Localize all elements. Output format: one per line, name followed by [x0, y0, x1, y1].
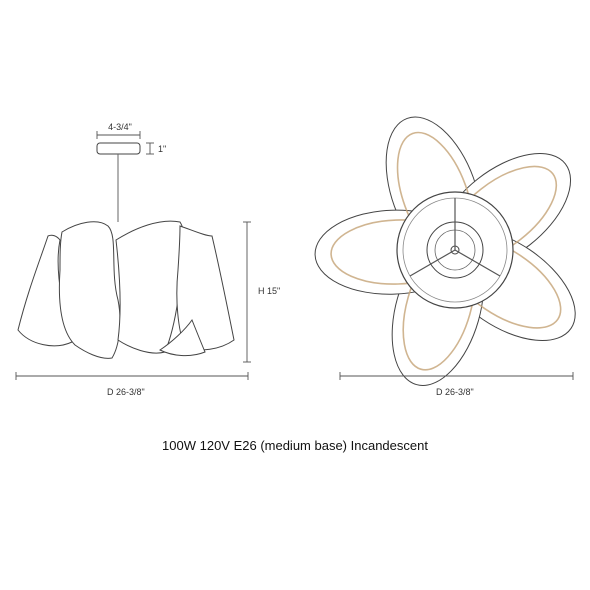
shade-panel-left-mid	[58, 221, 121, 359]
canopy	[96, 142, 141, 155]
top-view	[314, 116, 576, 386]
top-view-dimension: D 26-3/8"	[339, 372, 574, 397]
top-diameter-label: D 26-3/8"	[436, 387, 474, 397]
side-diameter-label: D 26-3/8"	[107, 387, 145, 397]
side-view: 4-3/4" 1" H 15" D 26-3/8"	[15, 122, 280, 397]
bulb-spec-caption: 100W 120V E26 (medium base) Incandescent	[162, 438, 428, 453]
canopy-width-label: 4-3/4"	[108, 122, 132, 132]
shade-panel-center	[115, 220, 186, 354]
shade-panel-right-fold	[159, 318, 206, 357]
frame-spoke-2	[454, 249, 501, 277]
canopy-height-label: 1"	[158, 144, 166, 154]
shade-panel-right	[176, 225, 235, 351]
frame-spoke-3	[409, 249, 456, 277]
height-label: H 15"	[258, 286, 280, 296]
